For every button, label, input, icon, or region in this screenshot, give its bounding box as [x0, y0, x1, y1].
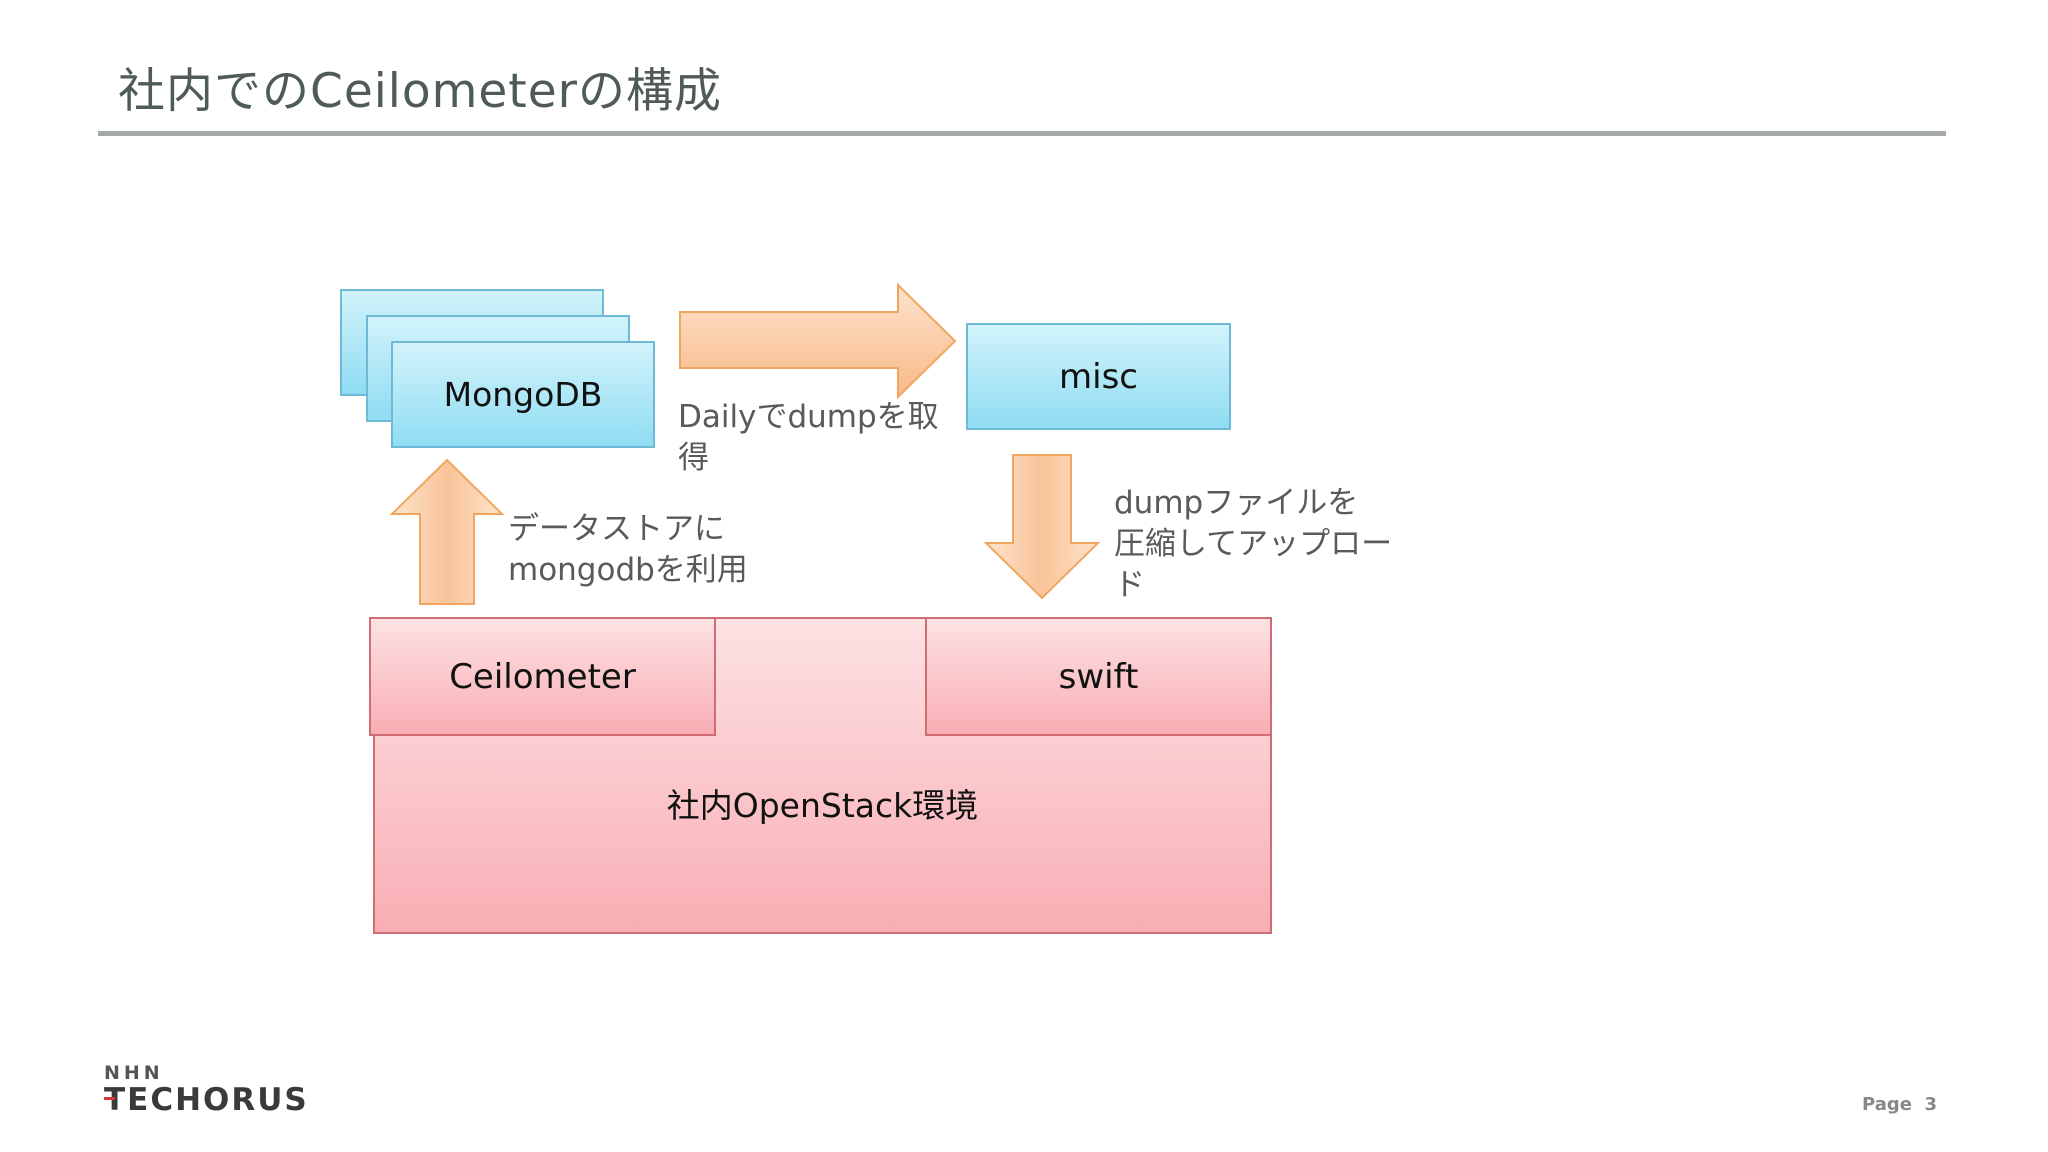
datastore-line-2: mongodbを利用	[508, 552, 748, 588]
swift-box: swift	[925, 617, 1272, 736]
swift-label: swift	[1058, 656, 1139, 697]
upload-line-3: ド	[1114, 567, 1145, 603]
logo-accent	[104, 1097, 115, 1100]
misc-label: misc	[1059, 356, 1138, 397]
logo-techorus: TECHORUS	[104, 1082, 309, 1118]
mongodb-label: MongoDB	[443, 375, 603, 414]
daily-dump-annotation: Dailyでdumpを取 得	[678, 397, 939, 479]
env-label: 社内OpenStack環境	[666, 786, 979, 825]
title-divider	[98, 131, 1946, 136]
upload-annotation: dumpファイルを 圧縮してアップロー ド	[1114, 483, 1392, 606]
datastore-annotation: データストアに mongodbを利用	[508, 509, 748, 591]
upload-line-2: 圧縮してアップロー	[1114, 526, 1393, 562]
upload-line-1: dumpファイルを	[1114, 485, 1359, 521]
upload-arrow	[983, 454, 1101, 600]
daily-dump-arrow	[679, 282, 957, 400]
page-label: Page	[1862, 1094, 1912, 1115]
page-indicator: Page 3	[1862, 1094, 1937, 1115]
daily-dump-line-2: 得	[678, 440, 709, 476]
misc-box: misc	[966, 323, 1231, 430]
mongodb-box: MongoDB	[391, 341, 655, 448]
slide-title: 社内でのCeilometerの構成	[118, 64, 722, 119]
ceilometer-box: Ceilometer	[369, 617, 716, 736]
logo-nhn: NHN	[104, 1062, 164, 1084]
daily-dump-line-1: Dailyでdumpを取	[678, 399, 939, 435]
datastore-line-1: データストアに	[508, 511, 725, 547]
page-number: 3	[1924, 1094, 1938, 1115]
datastore-arrow	[389, 458, 505, 605]
ceilometer-label: Ceilometer	[449, 656, 636, 697]
